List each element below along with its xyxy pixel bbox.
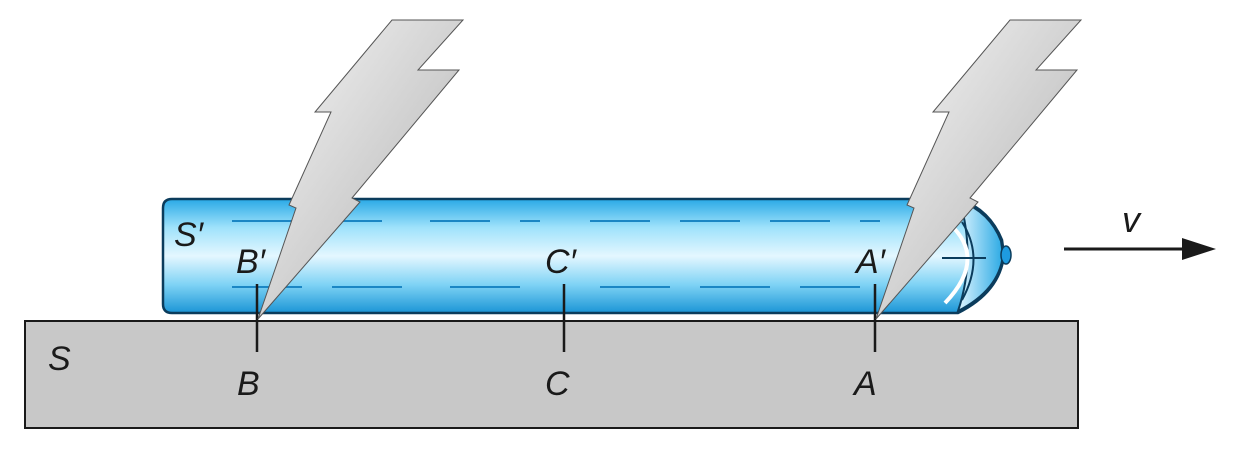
ground-frame: [24, 320, 1079, 429]
point-b-prime-label: B′: [236, 243, 267, 281]
point-a-label: A: [852, 365, 877, 403]
train-frame: [161, 197, 1012, 315]
ground-frame-label: S: [48, 340, 71, 378]
train-frame-label: S′: [174, 216, 205, 254]
lightning-bolt-left-icon: [257, 19, 465, 320]
point-a-prime-label: A′: [854, 243, 887, 281]
lightning-bolt-right-icon: [875, 19, 1083, 320]
velocity-label: v: [1122, 199, 1142, 240]
point-c-prime-label: C′: [545, 243, 578, 281]
point-b-label: B: [237, 365, 260, 403]
headlight-icon: [1000, 245, 1012, 265]
velocity-arrow-icon: [1064, 238, 1216, 260]
point-c-label: C: [545, 365, 570, 403]
